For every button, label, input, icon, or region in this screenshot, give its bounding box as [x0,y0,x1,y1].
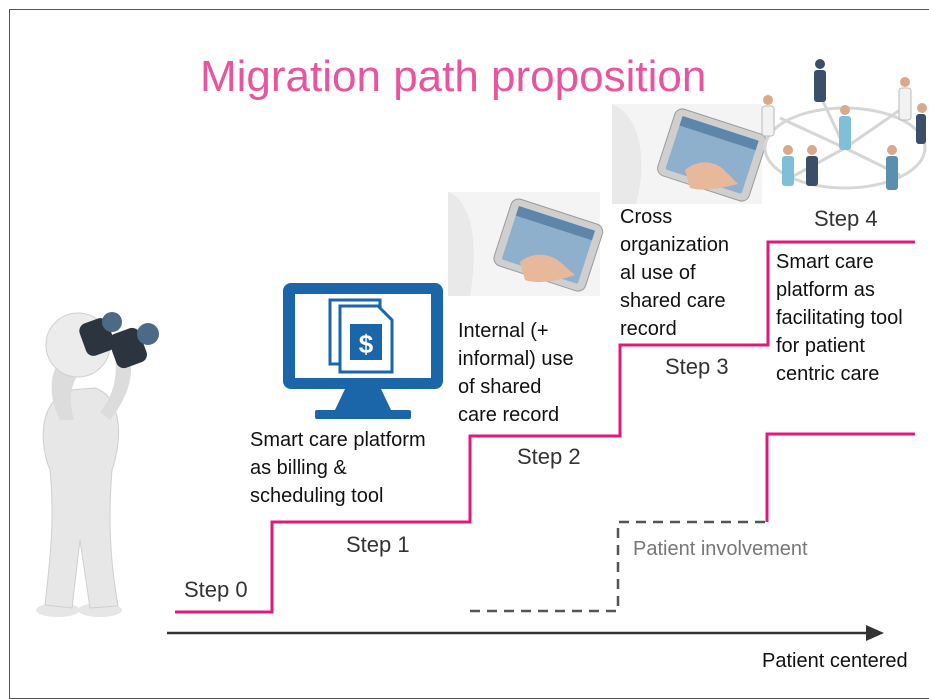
slide-title: Migration path proposition [200,52,707,101]
step1-description: Smart care platform as billing & schedul… [250,426,426,510]
migration-staircase [175,240,915,614]
step4-desc-line: Smart care [776,251,874,273]
patient-involvement-solid-line [765,432,915,522]
step3-label: Step 3 [665,354,729,379]
step4-label: Step 4 [814,206,878,231]
step2-desc-line: Internal (+ [458,320,549,342]
step4-desc-line: platform as [776,279,875,301]
step3-desc-line: al use of [620,262,696,284]
step3-desc-line: record [620,318,677,340]
step0-label: Step 0 [184,577,248,602]
patient-involvement-label: Patient involvement [633,538,808,560]
step3-description: Cross organization al use of shared care… [620,203,729,343]
step3-desc-line: organization [620,234,729,256]
x-axis-arrowhead [866,625,884,641]
step4-desc-line: facilitating tool [776,307,903,329]
billing-monitor-icon: $ [283,283,443,419]
step1-desc-line: scheduling tool [250,485,384,507]
tablet-hand-icon-step3 [612,104,767,204]
step1-desc-line: as billing & [250,457,347,479]
step2-description: Internal (+ informal) use of shared care… [458,317,574,429]
step2-desc-line: informal) use [458,348,574,370]
step4-description: Smart care platform as facilitating tool… [776,248,903,388]
patient-involvement-dashed-line [470,520,765,613]
svg-text:$: $ [359,329,374,359]
x-axis-label: Patient centered [762,650,908,672]
binoculars-figure-icon [36,312,159,617]
step2-desc-line: of shared [458,376,542,398]
step4-desc-line: centric care [776,363,880,385]
step2-label: Step 2 [517,444,581,469]
step4-desc-line: for patient [776,335,865,357]
step2-desc-line: care record [458,404,560,426]
step3-desc-line: shared care [620,290,726,312]
network-people-icon [761,59,927,190]
diagram-canvas: $ [36,59,927,641]
step1-label: Step 1 [346,532,410,557]
tablet-hand-icon-step2 [448,192,604,296]
step3-desc-line: Cross [620,206,673,228]
step1-desc-line: Smart care platform [250,429,426,451]
